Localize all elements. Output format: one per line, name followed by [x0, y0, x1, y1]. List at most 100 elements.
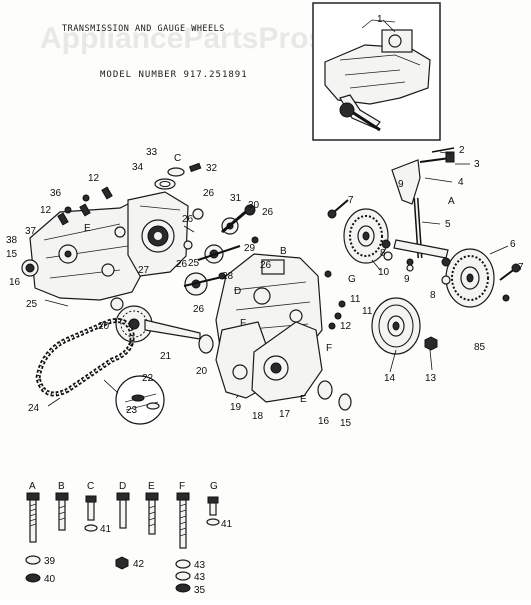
callout: 10 [378, 267, 390, 278]
cover-plate-17 [251, 321, 323, 403]
page-code: 85 [474, 342, 486, 353]
hardware-part-number: 40 [44, 574, 56, 585]
callout: 20 [196, 366, 208, 377]
callout: 25 [26, 299, 38, 310]
model-number: MODEL NUMBER 917.251891 [100, 70, 248, 80]
callout: 26 [203, 188, 215, 199]
callout: D [234, 286, 241, 297]
callout: 9 [398, 179, 404, 190]
hardware-letter: E [148, 481, 155, 492]
drive-gear-28 [183, 272, 227, 296]
pulley-14 [371, 297, 421, 355]
callout: 3 [474, 159, 480, 170]
gear-cover [127, 191, 189, 277]
drive-chain [35, 318, 135, 397]
hardware-part-number: 41 [221, 519, 233, 530]
callout: 11 [362, 306, 373, 317]
callout: 16 [318, 416, 330, 427]
hardware-letter: G [210, 481, 218, 492]
gauge-wheel-6 [445, 248, 495, 308]
callout: 4 [458, 177, 464, 188]
callout: 34 [132, 162, 144, 173]
callout: 7 [518, 262, 524, 273]
master-link-detail [115, 375, 165, 425]
hardware-part-number: 35 [194, 585, 206, 596]
inset-transmission-illustration [324, 19, 431, 132]
callout: C [174, 153, 181, 164]
bolt-7-right [499, 263, 521, 302]
callout: 22 [142, 373, 154, 384]
diagram-title: TRANSMISSION AND GAUGE WHEELS [62, 24, 225, 34]
callout: 26 [176, 259, 188, 270]
hardware-part-number: 43 [194, 572, 206, 583]
callout: 5 [445, 219, 451, 230]
callout: 28 [222, 271, 234, 282]
callout: 11 [350, 294, 361, 305]
callout: 8 [380, 248, 386, 259]
callout: 27 [138, 265, 150, 276]
callout: 26 [193, 304, 205, 315]
inset-callout-1: 1 [377, 14, 383, 25]
callout: 37 [25, 226, 37, 237]
callout: 38 [6, 235, 18, 246]
callout: 20 [98, 321, 110, 332]
callout: 15 [6, 249, 18, 260]
screw-2-3 [419, 147, 455, 163]
hardware-part-number: 39 [44, 556, 56, 567]
bolts-left-cluster [57, 186, 113, 226]
callout: 33 [146, 147, 158, 158]
hardware-letters: A B C D E F G 39 40 41 41 42 43 43 35 [29, 481, 233, 596]
callout: 21 [160, 351, 172, 362]
bearing-20 [198, 334, 214, 354]
callout: 12 [340, 321, 352, 332]
hardware-letter: F [179, 481, 185, 492]
callout: 14 [384, 373, 396, 384]
callout: 24 [28, 403, 40, 414]
callout: 26 [260, 260, 272, 271]
gauge-bracket [381, 159, 451, 267]
callout-labels: 2 3 4 5 6 7 7 8 8 9 9 10 11 12 12 12 13 … [6, 145, 524, 429]
leader-lines [44, 151, 509, 407]
hardware-part-number: 43 [194, 560, 206, 571]
callout: F [326, 343, 332, 354]
callout: 18 [252, 411, 264, 422]
hardware-letter: A [29, 481, 36, 492]
callout: E [84, 223, 91, 234]
callout: 15 [340, 418, 352, 429]
callout: 2 [459, 145, 465, 156]
callout: 23 [126, 405, 138, 416]
callout: A [448, 196, 455, 207]
callout: 26 [262, 207, 274, 218]
callout: 32 [206, 163, 218, 174]
callout: 12 [40, 205, 52, 216]
inset-box: 1 [312, 2, 441, 141]
hardware-letter: D [119, 481, 126, 492]
callout: 8 [430, 290, 436, 301]
bearing-16-right [317, 380, 333, 400]
hardware-part-number: 42 [133, 559, 145, 570]
callout: 13 [425, 373, 437, 384]
gear-cluster-upper [183, 204, 259, 250]
callout: 29 [244, 243, 256, 254]
callout: E [300, 394, 307, 405]
transmission-housing-left [29, 197, 153, 301]
pinion-gear [197, 244, 241, 264]
callout: 30 [248, 200, 260, 211]
washers-8-9 [383, 251, 451, 285]
callout: 6 [510, 239, 516, 250]
hardware-letter: B [58, 481, 65, 492]
hardware-row [25, 492, 220, 593]
callout: 26 [182, 214, 194, 225]
callout: 25 [188, 258, 200, 269]
bolts-center-right [324, 270, 346, 330]
hardware-part-number: 41 [100, 524, 112, 535]
bolt-7-left [327, 199, 349, 219]
callout: 19 [230, 402, 242, 413]
callout: G [348, 274, 356, 285]
callout: B [280, 246, 287, 257]
callout: 9 [404, 274, 410, 285]
callout: 36 [50, 188, 62, 199]
nut-13 [424, 336, 438, 351]
